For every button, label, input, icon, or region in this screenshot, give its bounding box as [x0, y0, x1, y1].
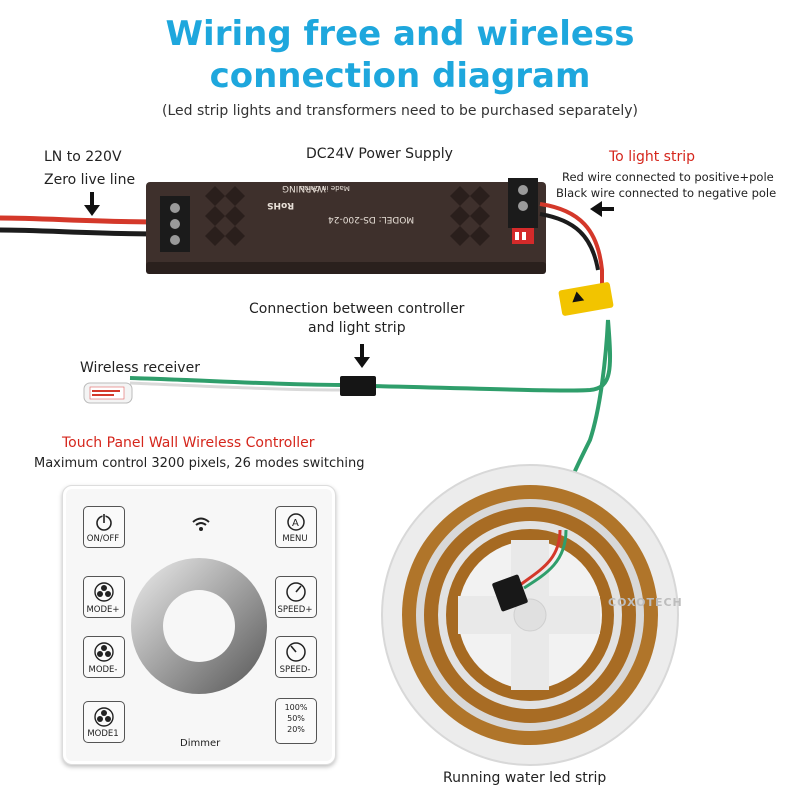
- brightness-20: 20%: [287, 725, 305, 734]
- mode-minus-button[interactable]: [83, 636, 125, 678]
- power-supply-unit: [146, 178, 546, 274]
- brightness-button[interactable]: 100% 50% 20%: [275, 698, 317, 744]
- arrow-down-ln-icon: [84, 192, 100, 216]
- output-black-wire: [539, 212, 600, 271]
- dimmer-label: Dimmer: [180, 738, 221, 749]
- speed-plus-button[interactable]: [275, 576, 317, 618]
- warning-label-tag: [558, 282, 614, 316]
- svg-text:A: A: [292, 518, 299, 529]
- menu-auto-icon: A: [287, 513, 305, 531]
- power-icon: [96, 513, 112, 531]
- wireless-receiver-label: Wireless receiver: [80, 360, 200, 376]
- jst-connector: [340, 376, 376, 396]
- speed-plus-label: SPEED+: [277, 605, 313, 615]
- wifi-icon: [192, 517, 210, 531]
- fan-icon: [94, 642, 114, 662]
- title-line-2: connection diagram: [209, 56, 591, 96]
- controller-title: Touch Panel Wall Wireless Controller: [62, 435, 315, 451]
- brightness-50: 50%: [287, 714, 305, 723]
- zero-live-label: Zero live line: [44, 172, 136, 188]
- gauge-icon: [286, 582, 306, 602]
- dimmer-ring[interactable]: [129, 556, 269, 696]
- on-off-label: ON/OFF: [86, 534, 120, 544]
- speed-minus-button[interactable]: [275, 636, 317, 678]
- mode-minus-label: MODE-: [88, 665, 118, 675]
- fan-icon: [94, 707, 114, 727]
- connection-label-1: Connection between controller: [249, 301, 465, 317]
- mode-plus-label: MODE+: [86, 605, 120, 615]
- controller-desc: Maximum control 3200 pixels, 26 modes sw…: [34, 456, 365, 471]
- menu-label: MENU: [282, 534, 308, 544]
- input-black-wire: [0, 227, 161, 237]
- power-supply-label: DC24V Power Supply: [306, 146, 453, 162]
- watermark: COXOTECH: [608, 596, 683, 609]
- speed-minus-label: SPEED-: [279, 665, 311, 675]
- to-light-strip-label: To light strip: [609, 149, 695, 165]
- led-strip-reel: [381, 464, 679, 766]
- title-line-1: Wiring free and wireless: [165, 14, 635, 54]
- mode1-label: MODE1: [87, 729, 119, 739]
- input-red-wire: [0, 215, 161, 225]
- arrow-down-connector-icon: [354, 344, 370, 368]
- brightness-100: 100%: [284, 703, 308, 712]
- ln-label: LN to 220V: [44, 149, 122, 165]
- arrow-left-strip-icon: [590, 201, 614, 217]
- mode-plus-button[interactable]: [83, 576, 125, 618]
- touch-panel-controller: ON/OFF MODE+ MODE- MODE1 A MENU S: [62, 485, 336, 765]
- psu-rohs-text: RoHS: [267, 200, 295, 210]
- output-red-wire: [539, 202, 604, 300]
- on-off-button[interactable]: [83, 506, 125, 548]
- mode1-button[interactable]: [83, 701, 125, 743]
- black-wire-label: Black wire connected to negative pole: [556, 186, 777, 200]
- menu-button[interactable]: A: [275, 506, 317, 548]
- connection-label-2: and light strip: [308, 320, 406, 336]
- psu-model-text: MODEL: DS-200-24: [328, 214, 415, 224]
- running-water-label: Running water led strip: [443, 770, 607, 786]
- psu-made-in-text: Made in China: [300, 184, 350, 192]
- red-wire-label: Red wire connected to positive+pole: [562, 170, 774, 184]
- fan-icon: [94, 582, 114, 602]
- subtitle: (Led strip lights and transformers need …: [162, 103, 638, 119]
- gauge-icon: [286, 642, 306, 662]
